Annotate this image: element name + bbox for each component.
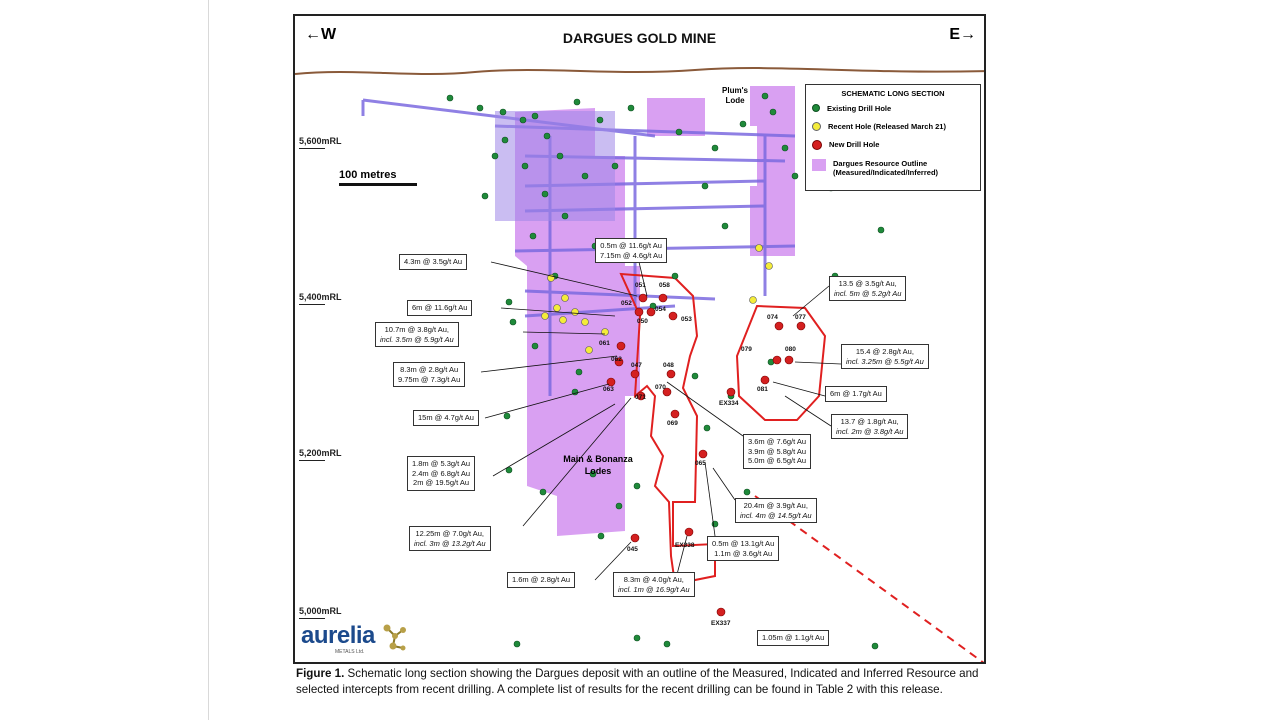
rl-label-5400: 5,400mRL (299, 292, 342, 305)
hole-id: 062 (611, 356, 622, 363)
intercept-callout: 4.3m @ 3.5g/t Au (399, 254, 468, 270)
intercept-callout: 1.6m @ 2.8g/t Au (507, 572, 576, 588)
hole-id: 065 (695, 460, 706, 467)
red-dot-icon (812, 140, 822, 150)
intercept-callout: 6m @ 1.7g/t Au (825, 386, 887, 402)
scale-bar: 100 metres (339, 169, 417, 186)
hole-id: 079 (741, 346, 752, 353)
legend-resource: Dargues Resource Outline (Measured/Indic… (812, 159, 974, 177)
resource-outline-plums (647, 98, 705, 136)
hole-id: 069 (667, 420, 678, 427)
main-lodes-label: Main & Bonanza Lodes (563, 454, 633, 476)
intercept-callout: 1.05m @ 1.1g/t Au (757, 630, 830, 646)
purple-swatch-icon (812, 159, 826, 171)
hole-id: 081 (757, 386, 768, 393)
rl-label-5600: 5,600mRL (299, 136, 342, 149)
hole-id: 050 (637, 318, 648, 325)
figure-caption: Figure 1. Schematic long section showing… (296, 667, 979, 696)
new-drill-holes (606, 293, 806, 617)
hole-id: 051 (635, 282, 646, 289)
zoom-dashed-line (754, 495, 984, 662)
east-direction: E→ (949, 26, 976, 43)
legend-recent: Recent Hole (Released March 21) (812, 122, 974, 131)
hole-id: EX338 (675, 542, 695, 549)
intercept-callout: 20.4m @ 3.9g/t Au,incl. 4m @ 14.5g/t Au (735, 498, 817, 523)
intercept-callout: 8.3m @ 4.0g/t Au,incl. 1m @ 16.9g/t Au (613, 572, 695, 597)
page-divider (208, 0, 209, 720)
rl-label-5200: 5,200mRL (299, 448, 342, 461)
intercept-callout: 6m @ 11.6g/t Au (407, 300, 473, 316)
legend: SCHEMATIC LONG SECTION Existing Drill Ho… (805, 84, 981, 191)
rl-label-5000: 5,000mRL (299, 606, 342, 619)
legend-existing: Existing Drill Hole (812, 104, 974, 113)
legend-title: SCHEMATIC LONG SECTION (841, 89, 945, 98)
hole-id: 071 (635, 394, 646, 401)
west-direction: ←W (305, 26, 337, 43)
intercept-callout: 13.5 @ 3.5g/t Au,incl. 5m @ 5.2g/t Au (829, 276, 907, 301)
hole-id: EX337 (711, 620, 731, 627)
long-section-figure: ←W DARGUES GOLD MINE E→ 5,600mRL 5,400mR… (293, 14, 986, 664)
molecule-icon (383, 624, 407, 651)
legend-new: New Drill Hole (812, 140, 974, 150)
hole-id: 063 (603, 386, 614, 393)
hole-id: 052 (621, 300, 632, 307)
drilling-outline-east (735, 304, 827, 421)
drilling-outline-west (619, 272, 716, 586)
resource-outline-plums-2 (750, 86, 795, 256)
workings-block (495, 111, 615, 221)
hole-id: 070 (655, 384, 666, 391)
hole-id: EX334 (719, 400, 739, 407)
yellow-dot-icon (812, 122, 821, 131)
hole-id: 048 (663, 362, 674, 369)
hole-id: 047 (631, 362, 642, 369)
hole-id: 061 (599, 340, 610, 347)
hole-id: 054 (655, 306, 666, 313)
green-dot-icon (812, 104, 820, 112)
callout-leaders (480, 261, 842, 583)
section-artwork (295, 67, 984, 662)
hole-id: 080 (785, 346, 796, 353)
hole-id: 053 (681, 316, 692, 323)
intercept-callout: 15.4 @ 2.8g/t Au,incl. 3.25m @ 5.5g/t Au (841, 344, 929, 369)
intercept-callout: 10.7m @ 3.8g/t Au,incl. 3.5m @ 5.9g/t Au (375, 322, 459, 347)
figure-title: DARGUES GOLD MINE (562, 30, 717, 46)
plums-lode-label: Plum's Lode (722, 86, 748, 105)
hole-id: 077 (795, 314, 806, 321)
hole-id: 045 (627, 546, 638, 553)
topography-line (295, 67, 984, 75)
intercept-callout: 13.7 @ 1.8g/t Au,incl. 2m @ 3.8g/t Au (831, 414, 909, 439)
hole-id: 074 (767, 314, 778, 321)
hole-id: 058 (659, 282, 670, 289)
intercept-callout: 15m @ 4.7g/t Au (413, 410, 479, 426)
intercept-callout: 12.25m @ 7.0g/t Au,incl. 3m @ 13.2g/t Au (409, 526, 491, 551)
aurelia-logo: aurelia METALS Ltd. (301, 622, 409, 655)
